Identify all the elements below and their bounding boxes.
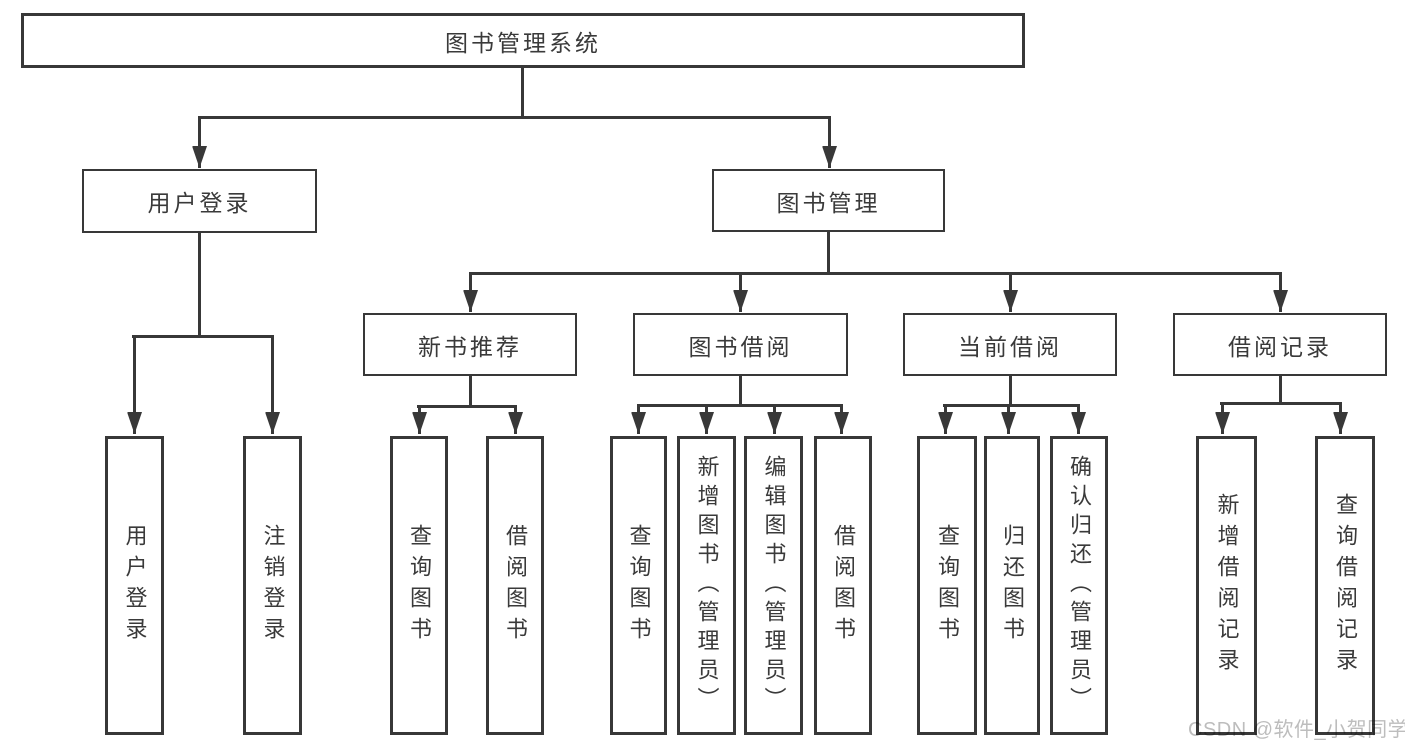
connector-line (1215, 402, 1230, 434)
leaf-borrow-books: 借阅图书 (486, 436, 544, 735)
connector-line (463, 272, 478, 312)
connector-line (508, 405, 523, 434)
connector-line (469, 272, 1282, 275)
leaf-query-books: 查询图书 (917, 436, 977, 735)
connector-line (637, 404, 843, 407)
arrow-down-icon (1003, 290, 1018, 312)
connector-line (198, 116, 831, 119)
arrow-down-icon (127, 412, 142, 434)
connector-line (699, 404, 714, 434)
arrow-down-icon (1001, 412, 1016, 434)
connector-line (733, 272, 748, 312)
leaf-logout: 注销登录 (243, 436, 302, 735)
arrow-down-icon (1273, 290, 1288, 312)
arrow-down-icon (938, 412, 953, 434)
node-book-management: 图书管理 (712, 169, 945, 232)
leaf-return-books: 归还图书 (984, 436, 1040, 735)
connector-line (827, 231, 830, 274)
connector-line (739, 375, 742, 406)
connector-line (834, 404, 849, 434)
node-current-borrowing: 当前借阅 (903, 313, 1117, 376)
csdn-watermark: CSDN @软件_小贺同学 (1188, 719, 1405, 741)
arrow-down-icon (1215, 412, 1230, 434)
connector-line (265, 335, 280, 434)
leaf-query-borrow-record: 查询借阅记录 (1315, 436, 1375, 735)
node-borrow-records: 借阅记录 (1173, 313, 1387, 376)
connector-line (192, 116, 207, 168)
node-new-book-recommend: 新书推荐 (363, 313, 577, 376)
arrow-down-icon (733, 290, 748, 312)
arrow-down-icon (192, 146, 207, 168)
node-book-borrowing: 图书借阅 (633, 313, 848, 376)
leaf-query-books: 查询图书 (610, 436, 667, 735)
arrow-down-icon (834, 412, 849, 434)
leaf-edit-books-admin: 编辑图书（管理员） (744, 436, 803, 735)
connector-line (938, 404, 953, 434)
connector-line (1220, 402, 1342, 405)
connector-line (1003, 272, 1018, 312)
connector-line (132, 335, 274, 338)
arrow-down-icon (265, 412, 280, 434)
connector-line (1273, 272, 1288, 312)
connector-line (1001, 404, 1016, 434)
arrow-down-icon (699, 412, 714, 434)
node-user-login: 用户登录 (82, 169, 317, 233)
connector-line (127, 335, 142, 434)
connector-line (1279, 375, 1282, 404)
leaf-confirm-return-admin: 确认归还（管理员） (1050, 436, 1108, 735)
leaf-query-books: 查询图书 (390, 436, 448, 735)
arrow-down-icon (508, 412, 523, 434)
leaf-add-borrow-record: 新增借阅记录 (1196, 436, 1257, 735)
leaf-user-login: 用户登录 (105, 436, 164, 735)
connector-line (521, 67, 524, 118)
connector-line (631, 404, 646, 434)
node-library-management-system: 图书管理系统 (21, 13, 1025, 68)
connector-line (767, 404, 782, 434)
connector-line (1071, 404, 1086, 434)
arrow-down-icon (463, 290, 478, 312)
arrow-down-icon (1071, 412, 1086, 434)
connector-line (822, 116, 837, 168)
arrow-down-icon (631, 412, 646, 434)
arrow-down-icon (412, 412, 427, 434)
arrow-down-icon (767, 412, 782, 434)
connector-line (1333, 402, 1348, 434)
connector-line (198, 232, 201, 337)
connector-line (417, 405, 517, 408)
connector-line (1009, 375, 1012, 406)
arrow-down-icon (1333, 412, 1348, 434)
arrow-down-icon (822, 146, 837, 168)
leaf-add-books-admin: 新增图书（管理员） (677, 436, 736, 735)
connector-line (943, 404, 1080, 407)
leaf-borrow-books: 借阅图书 (814, 436, 872, 735)
connector-line (469, 375, 472, 407)
connector-line (412, 405, 427, 434)
